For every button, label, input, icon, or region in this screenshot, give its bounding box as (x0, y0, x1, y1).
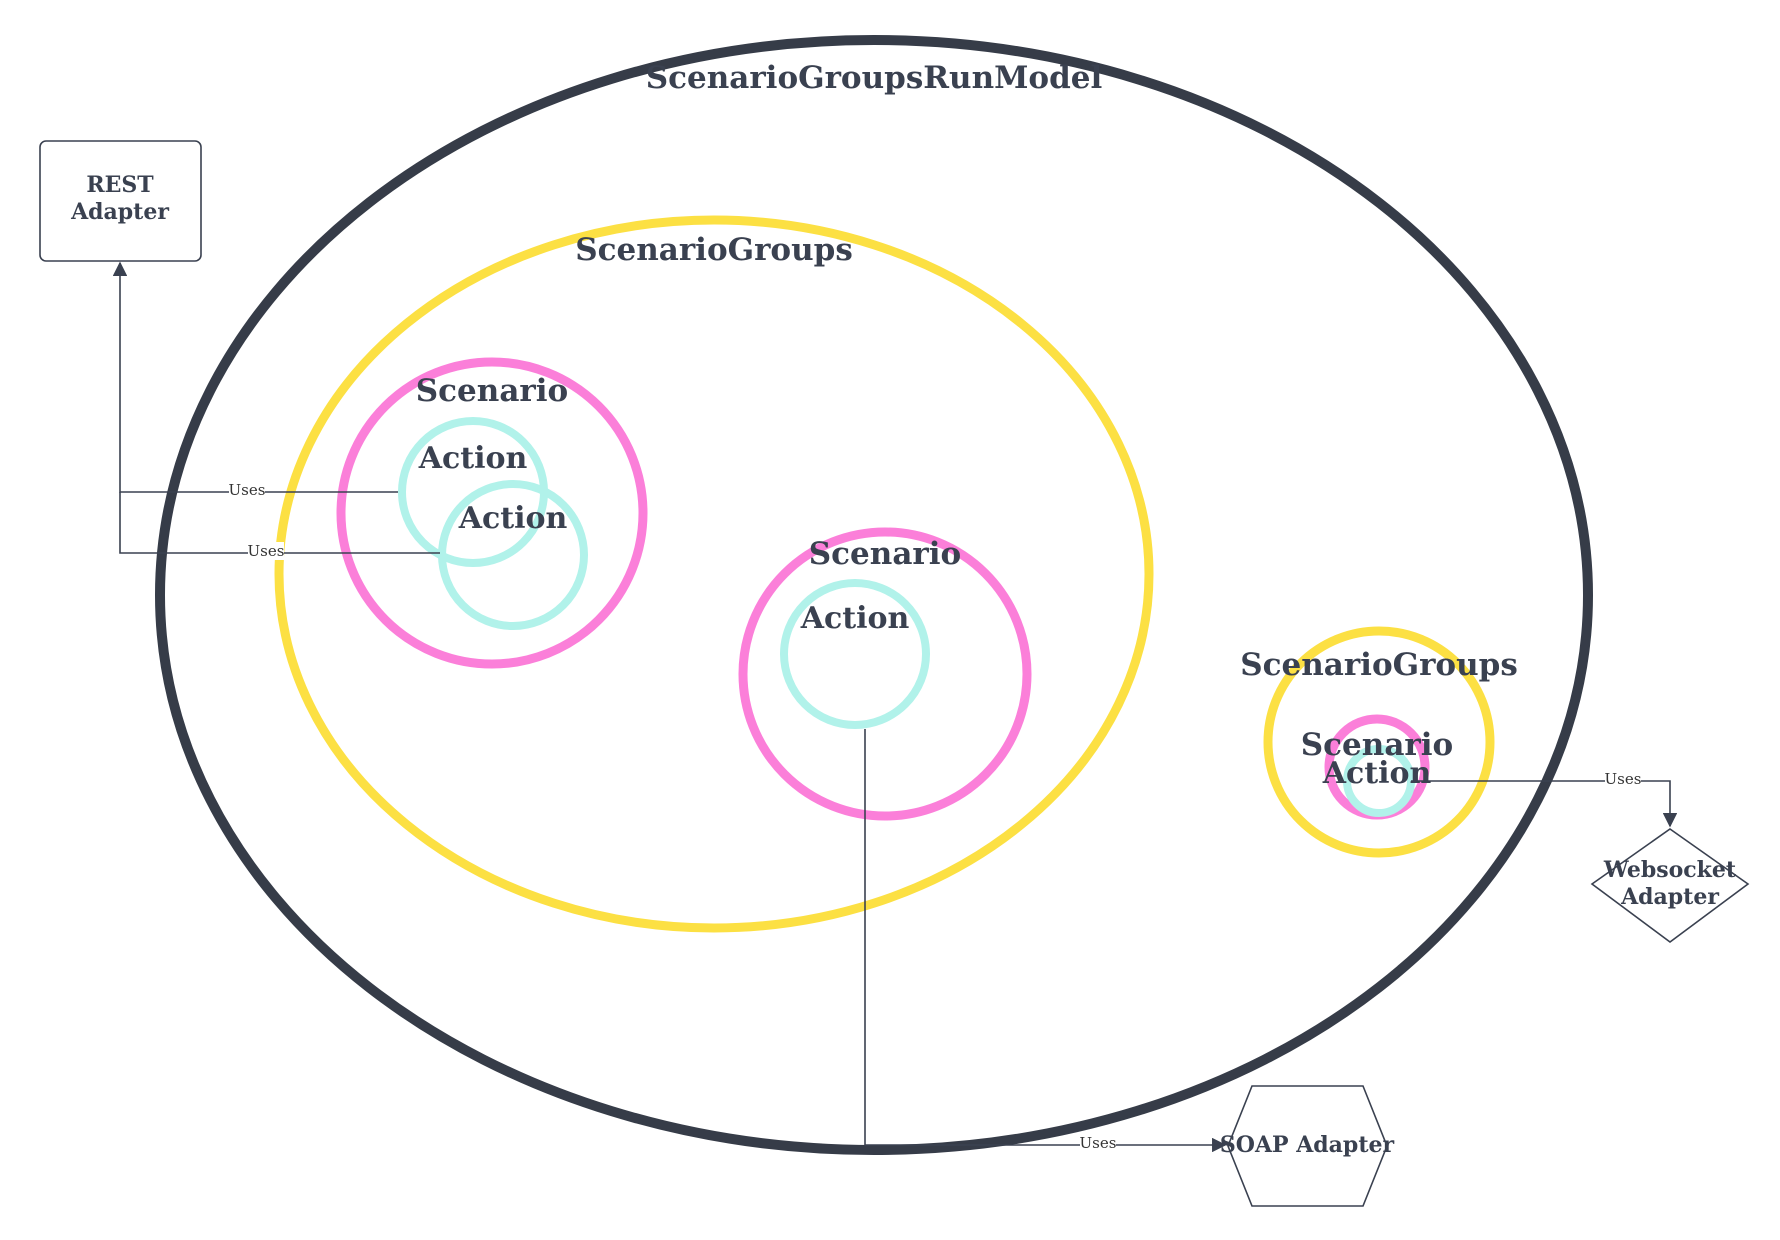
websocket-adapter-node[interactable]: Websocket Adapter (1590, 828, 1750, 943)
uses-edge-4[interactable] (864, 729, 1227, 1153)
uses-label-2: Uses (248, 542, 285, 560)
run-model-ellipse[interactable] (155, 35, 1593, 1155)
soap-adapter-node[interactable]: SOAP Adapter (1220, 1085, 1395, 1207)
scenario-label-2: Scenario (809, 536, 961, 572)
action-label-2: Action (458, 501, 568, 536)
uses-label-4: Uses (1080, 1134, 1117, 1152)
scenario-groups-label-main: ScenarioGroups (575, 232, 853, 268)
action-label-3: Action (800, 601, 910, 636)
scenario-circle-1[interactable] (336, 357, 648, 669)
scenario-groups-ellipse-main[interactable] (274, 215, 1154, 933)
scenario-label-1: Scenario (416, 373, 568, 409)
rest-adapter-node[interactable]: REST Adapter (39, 140, 202, 262)
scenario-groups-circle-small[interactable] (1263, 626, 1495, 858)
scenario-circle-2[interactable] (738, 527, 1032, 821)
action-circle-2[interactable] (438, 480, 588, 630)
rest-adapter-label-line2: Adapter (70, 199, 169, 225)
run-model-label: ScenarioGroupsRunModel (646, 60, 1103, 96)
rest-adapter-label-line1: REST (86, 172, 154, 198)
uses-edge-3[interactable] (1411, 780, 1678, 828)
action-label-4: Action (1322, 756, 1432, 791)
scenario-label-3: Scenario (1301, 727, 1453, 763)
scenario-groups-label-small: ScenarioGroups (1240, 647, 1518, 683)
action-circle-3[interactable] (780, 579, 930, 729)
websocket-adapter-label-line2: Adapter (1620, 884, 1719, 910)
uses-label-1: Uses (229, 481, 266, 499)
soap-adapter-label: SOAP Adapter (1220, 1132, 1395, 1158)
action-label-1: Action (418, 441, 528, 476)
uses-label-3: Uses (1605, 770, 1642, 788)
uses-edge-2[interactable] (119, 492, 440, 554)
websocket-adapter-label-line1: Websocket (1603, 857, 1737, 883)
